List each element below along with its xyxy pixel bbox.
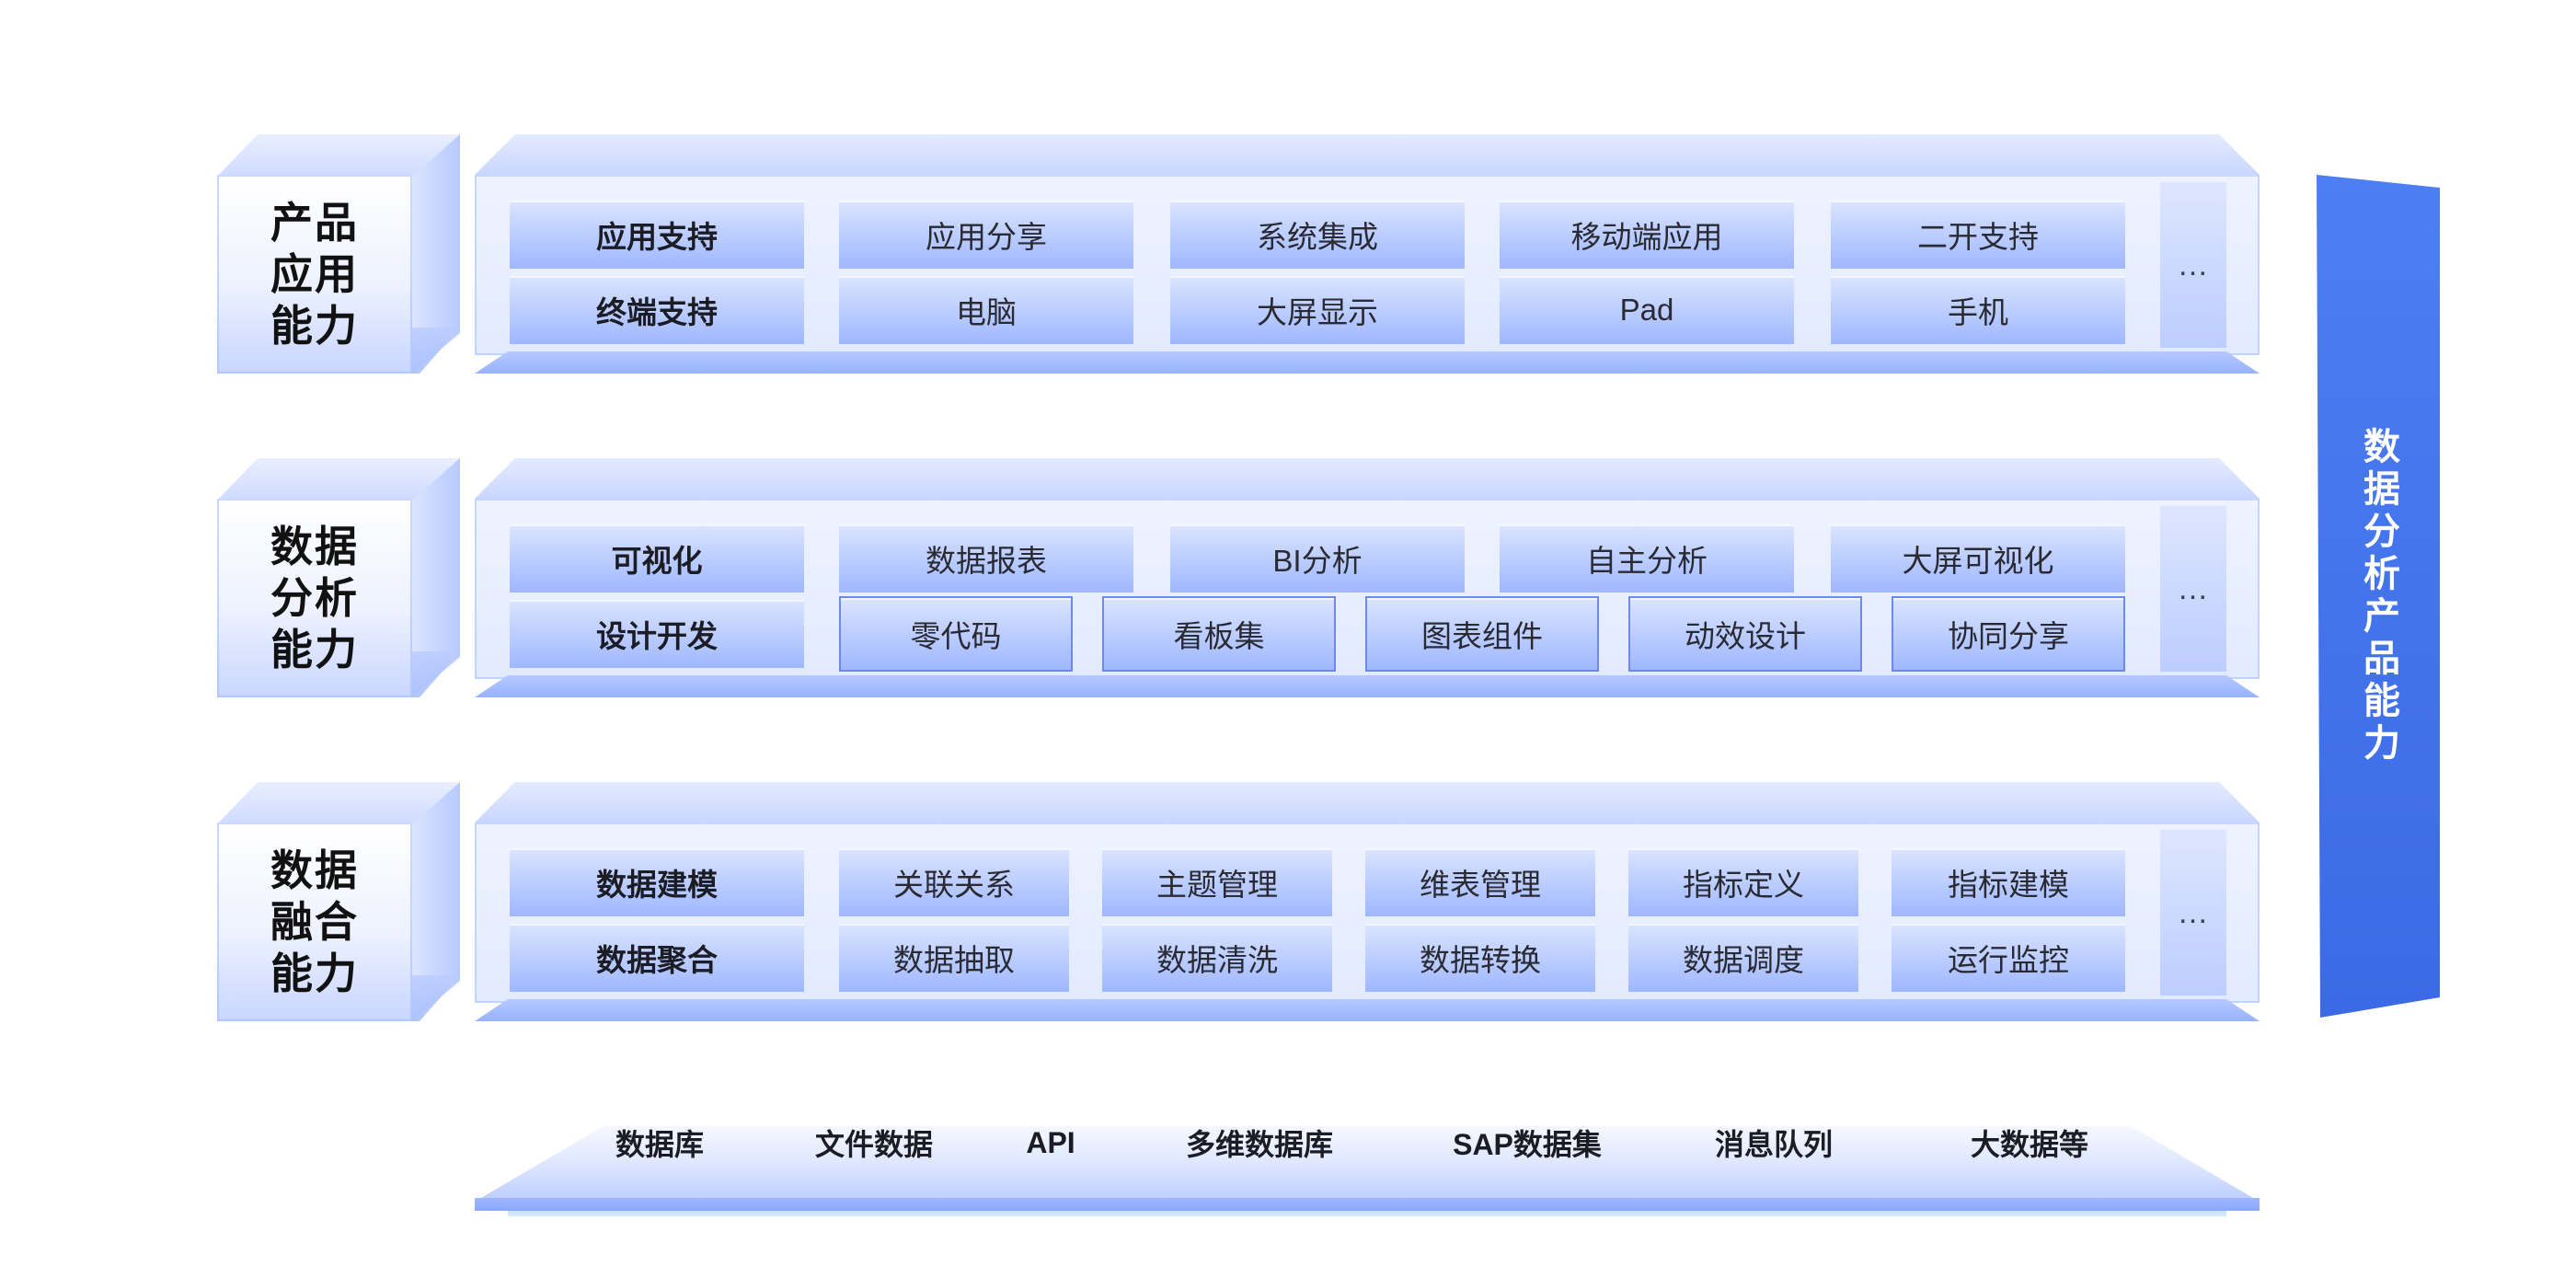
cell-mobile-app: 移动端应用 [1500, 201, 1794, 269]
source-platform [475, 1126, 2260, 1202]
cell-metric-modeling: 指标建模 [1892, 848, 2125, 916]
capability-banner [2317, 175, 2440, 1018]
cell-app-share: 应用分享 [839, 201, 1133, 269]
category-label: 产品 应用 能力 [270, 199, 359, 350]
source-file-data: 文件数据 [814, 1128, 933, 1161]
cell-data-extract: 数据抽取 [839, 924, 1069, 992]
source-sap-dataset: SAP数据集 [1453, 1128, 1602, 1161]
cell-zero-code: 零代码 [839, 596, 1073, 672]
layer-product-application: 应用支持 应用分享 系统集成 移动端应用 二开支持 终端支持 电脑 大屏显示 P… [475, 134, 2260, 374]
cell-bi-analysis: BI分析 [1170, 524, 1465, 593]
cell-data-report: 数据报表 [839, 524, 1133, 593]
cell-data-transform: 数据转换 [1365, 924, 1595, 992]
category-label: 数据 分析 能力 [270, 523, 359, 673]
cell-system-integration: 系统集成 [1170, 201, 1465, 269]
cell-pad: Pad [1500, 276, 1794, 344]
cell-run-monitor: 运行监控 [1892, 924, 2125, 992]
cell-chart-component: 图表组件 [1365, 596, 1599, 672]
cell-secondary-dev: 二开支持 [1831, 201, 2125, 269]
row-head-data-aggregation: 数据聚合 [510, 924, 804, 992]
more-indicator: … [2160, 506, 2226, 672]
more-indicator: … [2160, 830, 2226, 996]
cell-dashboard-set: 看板集 [1102, 596, 1336, 672]
cell-big-screen-viz: 大屏可视化 [1831, 524, 2125, 593]
cell-collab-share: 协同分享 [1892, 596, 2125, 672]
category-product-application: 产品 应用 能力 [217, 134, 460, 374]
cell-metric-definition: 指标定义 [1628, 848, 1858, 916]
category-data-fusion: 数据 融合 能力 [217, 782, 460, 1021]
row-head-visualization: 可视化 [510, 524, 804, 593]
cell-topic-mgmt: 主题管理 [1102, 848, 1332, 916]
row-head-terminal-support: 终端支持 [510, 276, 804, 344]
cell-computer: 电脑 [839, 276, 1133, 344]
source-message-queue: 消息队列 [1714, 1128, 1833, 1161]
cell-motion-design: 动效设计 [1628, 596, 1862, 672]
layer-data-analysis: 可视化 数据报表 BI分析 自主分析 大屏可视化 设计开发 零代码 看板集 图表… [475, 458, 2260, 697]
cell-data-clean: 数据清洗 [1102, 924, 1332, 992]
cell-self-analysis: 自主分析 [1500, 524, 1794, 593]
cell-phone: 手机 [1831, 276, 2125, 344]
category-data-analysis: 数据 分析 能力 [217, 458, 460, 697]
source-multidim-database: 多维数据库 [1185, 1128, 1333, 1161]
capability-banner-label: 数据分析产品能力 [2358, 427, 2398, 765]
source-platform-edge [475, 1198, 2260, 1211]
cell-dim-table-mgmt: 维表管理 [1365, 848, 1595, 916]
layer-data-fusion: 数据建模 关联关系 主题管理 维表管理 指标定义 指标建模 数据聚合 数据抽取 … [475, 782, 2260, 1021]
source-api: API [1026, 1125, 1075, 1159]
row-head-app-support: 应用支持 [510, 201, 804, 269]
cell-data-schedule: 数据调度 [1628, 924, 1858, 992]
category-label: 数据 融合 能力 [270, 846, 359, 997]
source-database: 数据库 [615, 1128, 704, 1161]
source-big-data: 大数据等 [1970, 1128, 2088, 1161]
row-head-design-dev: 设计开发 [510, 600, 804, 668]
more-indicator: … [2160, 182, 2226, 348]
cell-relation: 关联关系 [839, 848, 1069, 916]
cell-big-screen: 大屏显示 [1170, 276, 1465, 344]
row-head-data-modeling: 数据建模 [510, 848, 804, 916]
